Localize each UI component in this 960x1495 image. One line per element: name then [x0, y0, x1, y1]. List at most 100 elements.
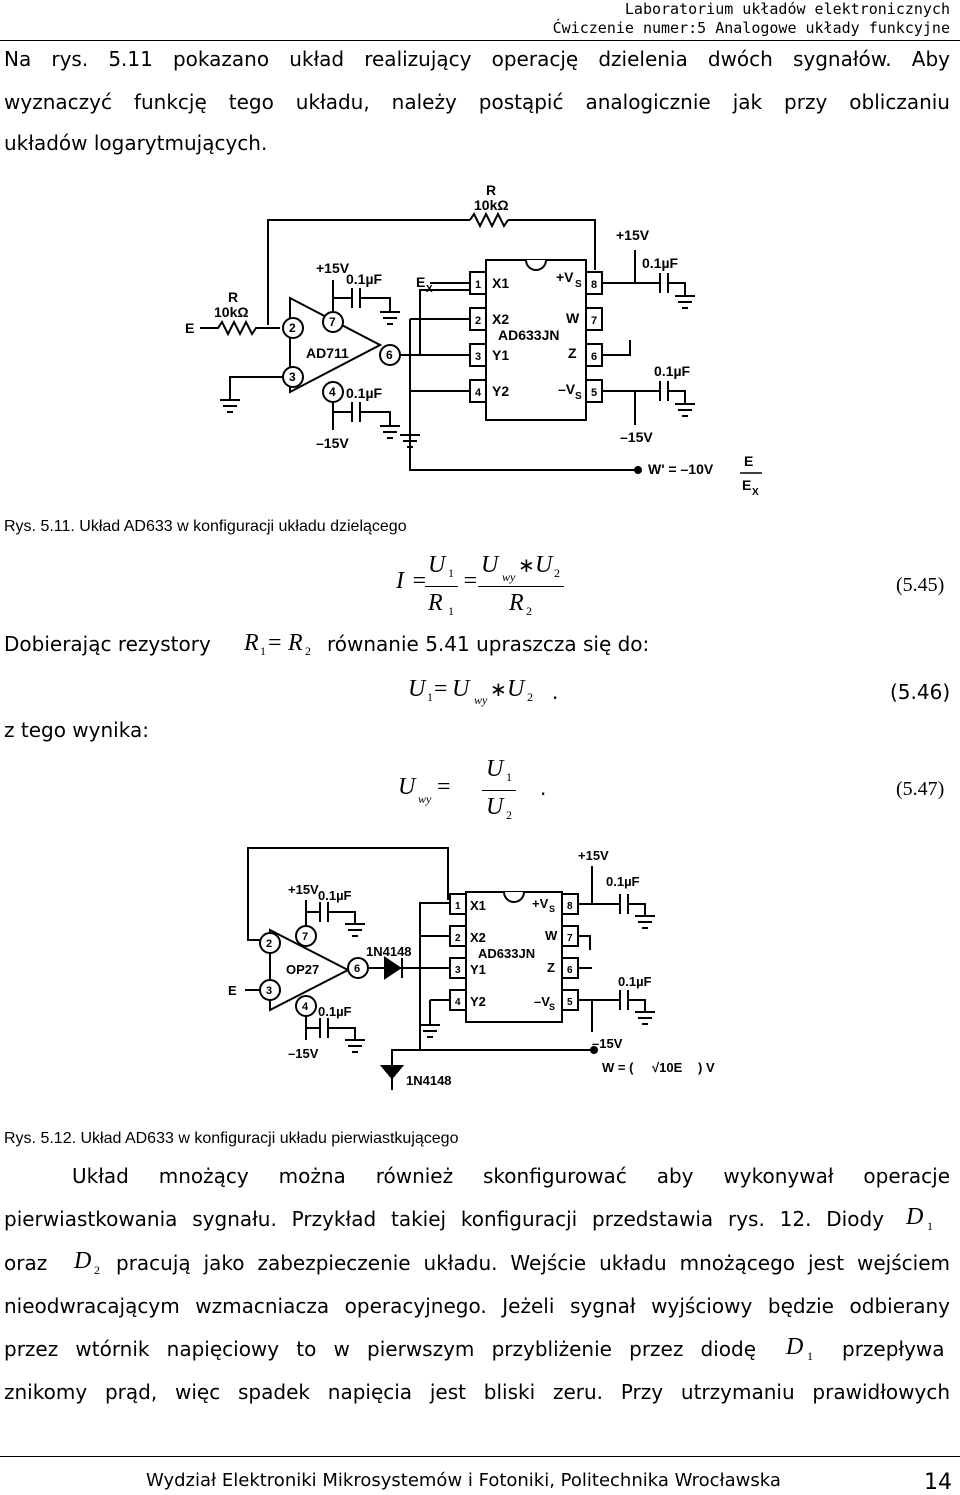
label-r-in-val: 10kΩ: [214, 304, 249, 320]
eq46-uwy-sub: wy: [474, 693, 488, 707]
eq45-frac-line-1: [425, 586, 458, 587]
eq46-star: ∗: [490, 679, 507, 701]
body-line-2: pierwiastkowania sygnału. Przykład takie…: [4, 1207, 884, 1231]
label-vs-pos: +V: [556, 269, 574, 285]
ic2-pin-6: 6: [567, 965, 573, 976]
label-w: W: [566, 310, 580, 326]
eq47-frac-line: [482, 790, 516, 791]
label2-m15-op: –15V: [288, 1046, 319, 1061]
eq46-u2-sub: 2: [527, 690, 533, 704]
label2-e: E: [228, 983, 237, 998]
ic-pin-3: 3: [475, 351, 481, 363]
body-d1-a-sub: 1: [927, 1219, 933, 1233]
eq47-dot: .: [540, 776, 547, 800]
eq46-u2: U: [507, 676, 525, 702]
eq45-den1-sub: 1: [448, 604, 454, 618]
op2-pin-4: 4: [302, 1001, 309, 1013]
op-pin-2: 2: [289, 321, 296, 335]
label-opamp-ad711: AD711: [306, 345, 349, 361]
eq45-lhs: I: [396, 568, 404, 594]
label-r-top: R: [486, 182, 496, 198]
body-line-3-b: pracują jako zabezpieczenie układu. Wejś…: [116, 1251, 950, 1275]
label2-vs-pos: +V: [532, 896, 549, 911]
label-w-frac-num: E: [744, 453, 753, 469]
eq46-u1: U: [408, 676, 426, 702]
header-rule: [0, 40, 960, 41]
label-m15-op: –15V: [316, 435, 349, 451]
eq46-u1-sub: 1: [427, 690, 433, 704]
eq47-eq: =: [437, 774, 451, 800]
body-line-5-a: przez wtórnik napięciowy to w pierwszym …: [4, 1337, 756, 1361]
op-pin-3: 3: [289, 370, 296, 384]
label-cap4: 0.1µF: [654, 363, 691, 379]
label-vs-neg-sub: S: [575, 391, 582, 402]
eq47-num: U: [486, 756, 504, 782]
eq46-uwy: U: [452, 676, 470, 702]
body-d1-b: D: [786, 1334, 804, 1360]
ic2-pin-3: 3: [455, 965, 461, 976]
label2-x2: X2: [470, 930, 486, 945]
choose-label: Dobierając rezystory: [4, 632, 211, 656]
eq47-den: U: [486, 794, 504, 820]
label-y2: Y2: [492, 383, 509, 399]
eq47-lhs: U: [398, 774, 416, 800]
ic2-pin-7: 7: [567, 933, 573, 944]
body-d2-sub: 2: [94, 1263, 100, 1277]
ic-pin-4: 4: [475, 387, 482, 399]
figure-sqrt-circuit: +15V –15V 0.1µF 0.1µF OP27 E 1N4148 1N41…: [228, 847, 715, 1090]
label-r-in: R: [228, 289, 238, 305]
label-w-out: W' = –10V: [648, 461, 714, 477]
label2-diode2: 1N4148: [406, 1073, 452, 1088]
ic2-pin-8: 8: [567, 901, 573, 912]
choose-r2-sub: 2: [305, 644, 311, 658]
eq45-den2: R: [509, 590, 524, 616]
label-r-top-val: 10kΩ: [474, 197, 509, 213]
label-z: Z: [568, 345, 577, 361]
ic-pin-2: 2: [475, 315, 481, 327]
label-ex-sub: X: [426, 284, 433, 295]
eq45-num2-a: U: [481, 552, 499, 578]
ic-pin-1: 1: [475, 279, 481, 291]
label-x1: X1: [492, 275, 509, 291]
label2-w: W: [545, 928, 558, 943]
label-cap2: 0.1µF: [346, 385, 383, 401]
label-cap3: 0.1µF: [642, 255, 679, 271]
label-y1: Y1: [492, 347, 509, 363]
body-line-3-a: oraz: [4, 1251, 48, 1275]
ic-pin-7: 7: [591, 315, 597, 327]
eq46-dot: .: [552, 680, 559, 704]
ic-pin-8: 8: [591, 279, 597, 291]
body-line-6: znikomy prąd, więc spadek napięcia jest …: [4, 1380, 950, 1404]
result-label: z tego wynika:: [4, 718, 149, 742]
body-d1-a: D: [906, 1204, 924, 1230]
op2-pin-6: 6: [354, 963, 360, 975]
label2-vs-pos-sub: S: [549, 904, 555, 914]
eq45-eq-1: =: [411, 568, 428, 594]
footer-text: Wydział Elektroniki Mikrosystemów i Foto…: [146, 1470, 781, 1491]
body-d1-b-sub: 1: [807, 1349, 813, 1363]
eq45-frac-line-2: [478, 586, 564, 587]
header-lab: Laboratorium układów elektronicznych: [624, 0, 950, 18]
label-cap1: 0.1µF: [346, 271, 383, 287]
body-line-4: nieodwracającym wzmacniacza operacyjnego…: [4, 1294, 950, 1318]
label-e: E: [185, 320, 194, 336]
body-line-5-b: przepływa: [842, 1337, 945, 1361]
label-ic-ad633jn: AD633JN: [498, 327, 559, 343]
label2-cap1: 0.1µF: [318, 888, 352, 903]
label2-vs-neg: –V: [534, 994, 550, 1009]
figure-2-caption: Rys. 5.12. Układ AD633 w konfiguracji uk…: [4, 1130, 459, 1147]
label2-y2: Y2: [470, 994, 486, 1009]
label2-w-sqrt: √10E: [652, 1060, 683, 1075]
op2-pin-3: 3: [266, 985, 272, 997]
eq47-num-sub: 1: [506, 770, 512, 784]
op-pin-6: 6: [386, 348, 393, 362]
figure-divider-circuit: R 10kΩ R 10kΩ E E X +15V –15V 0.1µF 0.1µ…: [185, 182, 762, 498]
label2-vs-neg-sub: S: [549, 1002, 555, 1012]
eq45-num1-sub: 1: [448, 566, 454, 580]
op2-pin-7: 7: [302, 931, 308, 943]
label2-w-out: W = (: [602, 1060, 634, 1075]
ic-pin-5: 5: [591, 387, 597, 399]
intro-line-1: Na rys. 5.11 pokazano układ realizujący …: [4, 47, 950, 71]
op2-pin-2: 2: [266, 938, 272, 950]
eq45-number: (5.45): [896, 574, 945, 596]
